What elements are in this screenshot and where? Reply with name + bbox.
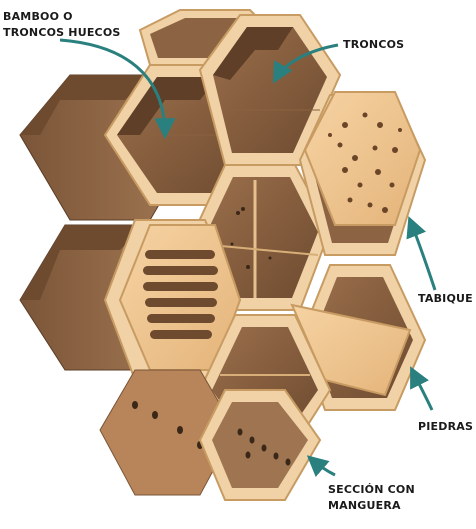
label-seccion-line2: MANGUERA (328, 499, 401, 512)
label-troncos: TRONCOS (343, 38, 404, 51)
hex-bottom-hose (198, 389, 322, 501)
label-piedras: PIEDRAS (418, 420, 473, 433)
label-seccion-line1: SECCIÓN CON (328, 483, 415, 496)
arrow-troncos (272, 43, 339, 84)
tabique-panel (303, 91, 422, 226)
label-bamboo-line1: BAMBOO O (3, 10, 73, 23)
arrow-tabique (406, 216, 437, 291)
slotted-panel (118, 224, 242, 371)
arrow-seccion (306, 455, 336, 477)
arrow-piedras (410, 366, 434, 411)
label-tabique: TABIQUE (418, 292, 473, 305)
arrow-bamboo (59, 38, 176, 140)
label-bamboo-line2: TRONCOS HUECOS (3, 26, 121, 39)
